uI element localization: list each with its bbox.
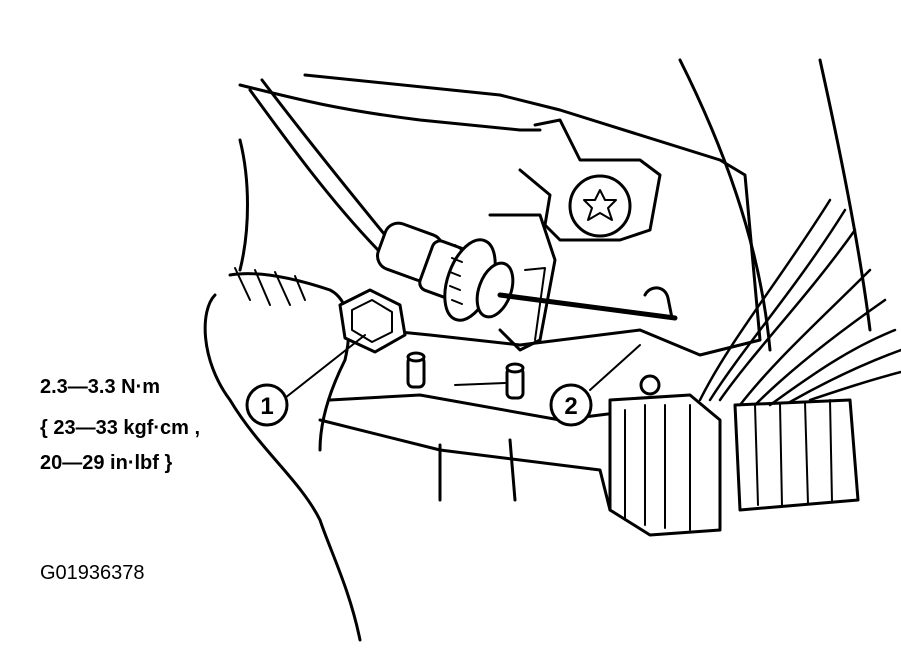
slot-holder [488, 213, 557, 352]
callout-2-number: 2 [564, 393, 577, 420]
callout-2-circle [549, 383, 593, 427]
pin-center [505, 362, 525, 400]
connector-right [733, 398, 860, 512]
mounting-panel-outline [303, 73, 762, 357]
left-body-inner [238, 138, 249, 272]
callout-1-circle [245, 383, 289, 427]
wire-harness [698, 198, 901, 407]
torque-spec-line-1: 2.3—3.3 N·m [40, 376, 161, 398]
base-plate-front [438, 438, 517, 502]
figure-id: G01936378 [40, 562, 145, 584]
callout-1-number: 1 [260, 393, 273, 420]
hex-bolt [338, 288, 407, 354]
torque-spec-line-2: { 23—33 kgf·cm , [40, 417, 201, 439]
pointer-rod [497, 292, 678, 321]
callout-2-leader [589, 344, 641, 391]
panel-right-edge [818, 58, 872, 332]
left-body-outline [203, 293, 362, 642]
connector-left [608, 393, 722, 537]
slot-holder-inner [524, 267, 546, 341]
upper-housing-edge [238, 83, 542, 132]
torx-screw [568, 174, 632, 238]
mounting-hole [639, 374, 661, 396]
left-body-ribs [234, 267, 306, 306]
pin-left [406, 351, 426, 389]
cable-lower-edge [248, 88, 380, 252]
pin-base-line [454, 382, 506, 386]
large-arc-right [678, 58, 772, 352]
bracket-plate [518, 118, 662, 242]
callout-1-leader [284, 334, 366, 399]
cable [260, 78, 387, 237]
base-plate-lower [318, 418, 612, 512]
torque-spec-line-3: 20—29 in·lbf } [40, 452, 173, 474]
cable-connector [376, 221, 515, 322]
base-plate [328, 393, 642, 422]
clip-hook [643, 286, 674, 320]
